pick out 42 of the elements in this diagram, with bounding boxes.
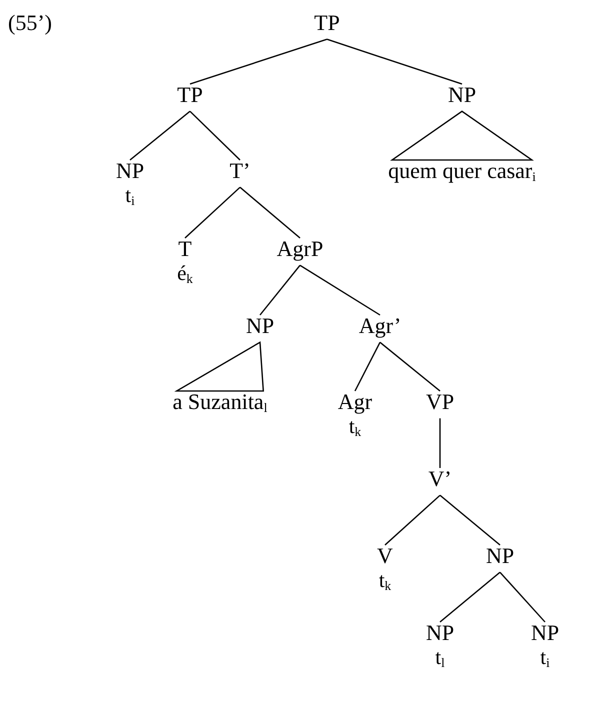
index-label: t$_{k}$ [378, 568, 392, 592]
node-label: AgrP [276, 236, 324, 262]
tree-branch [440, 572, 500, 622]
triangle-branch [390, 110, 534, 161]
index-label: t$_{k}$ [348, 414, 362, 438]
node-label: NP [426, 620, 454, 646]
node-label: a Suzanita$_{l}$ [172, 389, 268, 414]
triangle-branch [174, 341, 264, 392]
index-label: t$_{l}$ [434, 645, 446, 670]
index-label: é$_{k}$ [177, 261, 193, 286]
index-label: t$_{i}$ [539, 645, 551, 670]
node-label: NP [530, 620, 560, 646]
node-label: NP [116, 158, 144, 184]
node-label: V’ [428, 466, 452, 492]
tree-branch [380, 342, 440, 392]
tree-branch [184, 186, 240, 238]
example-number: (55’) [8, 10, 52, 36]
tree-branch [354, 342, 381, 392]
node-label: Agr [338, 389, 372, 414]
node-label: quem quer casar$_{i}$ [388, 158, 536, 184]
node-label: T’ [230, 158, 250, 184]
node-label: TP [314, 10, 340, 36]
tree-branch [384, 494, 440, 546]
index-label: t$_{i}$ [124, 183, 136, 208]
node-label: NP [448, 82, 476, 108]
tree-branch [440, 494, 500, 546]
tree-branch [130, 110, 190, 160]
tree-branch [190, 110, 240, 160]
tree-branch [260, 264, 300, 316]
node-label: V [377, 543, 393, 568]
tree-branch [240, 186, 300, 238]
tree-branch [300, 264, 380, 316]
tree-branch [439, 418, 441, 468]
tree-branch [190, 38, 328, 85]
tree-branch [500, 572, 546, 622]
node-label: VP [426, 389, 454, 414]
tree-branch [326, 38, 462, 85]
node-label: NP [246, 313, 274, 338]
node-label: NP [486, 543, 514, 568]
node-label: Agr’ [358, 313, 402, 338]
node-label: T [177, 236, 193, 262]
node-label: TP [177, 82, 203, 108]
